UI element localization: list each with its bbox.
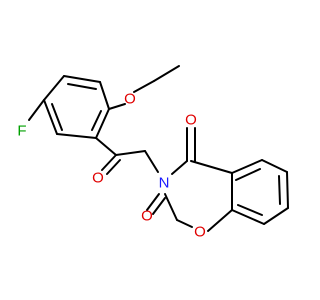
bond bbox=[144, 150, 159, 173]
bond bbox=[152, 197, 166, 215]
bond bbox=[146, 193, 160, 211]
bond bbox=[95, 137, 117, 156]
atom-label-oxygen-ring: O bbox=[194, 224, 206, 241]
bond bbox=[99, 81, 110, 110]
bond bbox=[231, 209, 265, 225]
atom-label-oxygen-c5: O bbox=[185, 112, 197, 129]
atom-label-fluorine: F bbox=[17, 123, 26, 140]
bond bbox=[133, 80, 155, 93]
bond bbox=[108, 103, 126, 110]
bond bbox=[176, 219, 193, 228]
bond bbox=[56, 133, 97, 139]
bond bbox=[261, 159, 288, 173]
atom-labels: O F O N O O O bbox=[17, 91, 205, 241]
bond bbox=[286, 171, 289, 209]
molecule-drawing: O F O N O O O bbox=[17, 65, 289, 241]
bond bbox=[207, 209, 233, 232]
bond bbox=[43, 75, 65, 101]
bond bbox=[164, 193, 178, 221]
bond bbox=[153, 65, 180, 82]
atom-label-nitrogen: N bbox=[159, 175, 170, 192]
bond bbox=[95, 108, 110, 139]
bond bbox=[278, 175, 281, 205]
bonds bbox=[28, 65, 289, 232]
bond bbox=[28, 99, 45, 121]
bond bbox=[63, 75, 101, 83]
atom-label-oxygen-ketone: O bbox=[92, 170, 104, 187]
bond bbox=[91, 110, 102, 131]
bond bbox=[101, 154, 117, 171]
atom-label-oxygen-c3: O bbox=[141, 208, 153, 225]
bond bbox=[67, 83, 97, 90]
atom-label-oxygen-ether: O bbox=[124, 91, 136, 108]
bond bbox=[235, 168, 261, 181]
bond bbox=[51, 103, 63, 131]
bond bbox=[171, 160, 188, 175]
structure-diagram: O F O N O O O bbox=[17, 65, 289, 241]
bond bbox=[43, 99, 58, 135]
bond bbox=[237, 204, 263, 216]
bond bbox=[263, 207, 289, 225]
bond bbox=[106, 159, 121, 175]
bond bbox=[190, 160, 233, 174]
bond bbox=[231, 159, 263, 174]
bond bbox=[115, 150, 146, 156]
